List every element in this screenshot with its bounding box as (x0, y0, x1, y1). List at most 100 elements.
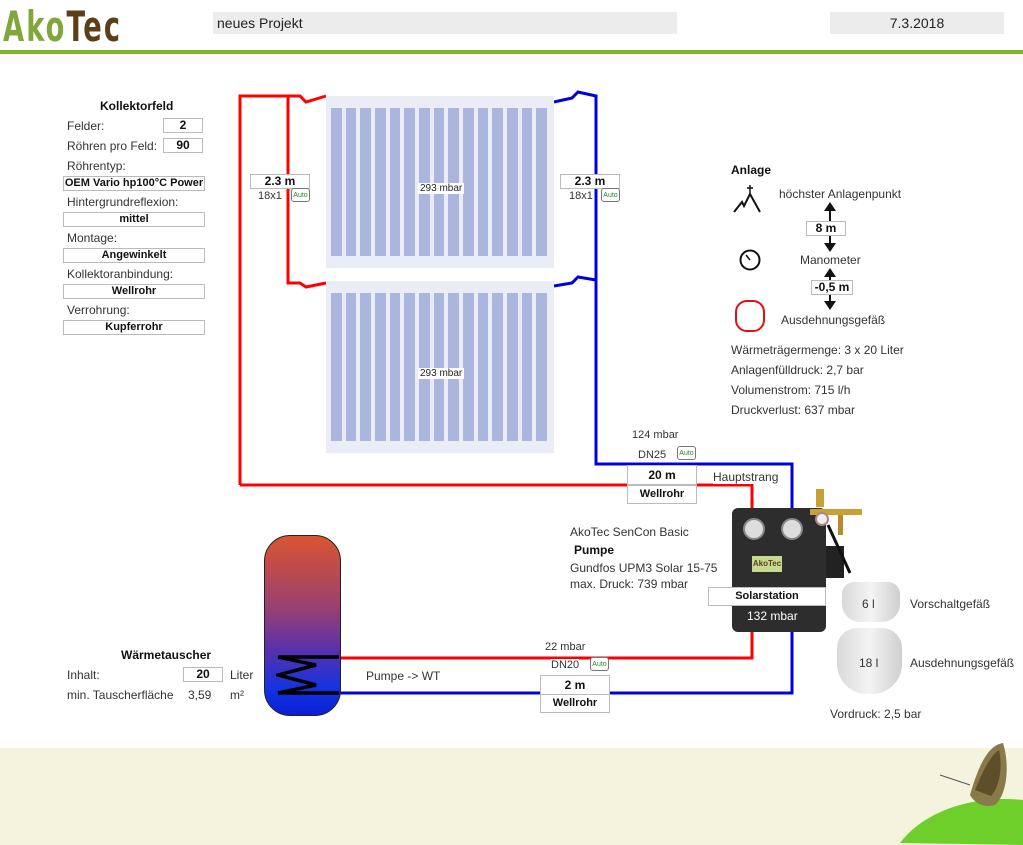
collector-tube (448, 293, 459, 441)
station-name: AkoTec SenCon Basic (570, 525, 689, 539)
collector-tube (536, 108, 547, 256)
collector-tube (492, 108, 503, 256)
vorschalt-label: Vorschaltgefäß (910, 597, 991, 611)
inhalt-input[interactable]: 20 (183, 667, 223, 682)
collector-tube (331, 293, 342, 441)
right-pipe-length-field[interactable]: 2.3 m (560, 174, 620, 189)
druckverlust-text: Druckverlust: 637 mbar (731, 403, 856, 417)
pump-model: Gundfos UPM3 Solar 15-75 (570, 561, 718, 575)
wt-pipe-type-select[interactable]: Wellrohr (540, 694, 610, 713)
pump-max-pressure: max. Druck: 739 mbar (570, 577, 689, 591)
ausdehnung-label: Ausdehnungsgefäß (910, 656, 1015, 670)
collector-tube (360, 293, 371, 441)
height-bottom-field[interactable]: -0,5 m (811, 280, 853, 295)
ausdehnungsgefaess-label: Ausdehnungsgefäß (781, 313, 886, 327)
anlage-title: Anlage (731, 163, 772, 177)
waermetauscher-title: Wärmetauscher (121, 648, 212, 662)
left-pipe-length-field[interactable]: 2.3 m (250, 174, 310, 189)
montage-select[interactable]: Angewinkelt (63, 248, 205, 263)
collector-1-pressure: 293 mbar (418, 183, 465, 194)
gauge-right-icon (781, 518, 803, 540)
felder-label: Felder: (67, 119, 105, 133)
collector-tube (433, 293, 445, 441)
anbindung-label: Kollektoranbindung: (67, 267, 174, 281)
main-pipe-length-field[interactable]: 20 m (627, 465, 697, 485)
height-top-field[interactable]: 8 m (806, 221, 846, 236)
pump-motor (826, 546, 844, 578)
flaeche-value: 3,59 (188, 688, 212, 702)
collector-tube (536, 293, 547, 441)
main-pipe-auto-button[interactable]: Auto (677, 446, 696, 460)
collector-tube (433, 108, 445, 256)
safety-group (810, 489, 862, 574)
collector-tube (404, 108, 415, 256)
collector-tube (521, 293, 533, 441)
left-pipe-auto-button[interactable]: Auto (291, 188, 310, 202)
vorschaltgefaess[interactable] (842, 582, 900, 622)
wt-pipe-dn: DN20 (551, 659, 580, 671)
collector-tube (507, 293, 518, 441)
flaeche-unit: m² (230, 688, 244, 702)
anbindung-select[interactable]: Wellrohr (63, 284, 205, 299)
roehren-input[interactable]: 90 (163, 138, 203, 153)
storage-tank[interactable] (264, 535, 341, 716)
hintergrund-select[interactable]: mittel (63, 212, 205, 227)
collector-tube (360, 108, 371, 256)
collector-2-pressure: 293 mbar (418, 368, 465, 379)
wt-pipe-length-field[interactable]: 2 m (540, 675, 610, 695)
collector-tube (448, 108, 459, 256)
butterfly-leaf-image (900, 743, 1023, 845)
roehrentyp-select[interactable]: OEM Vario hp100°C Power (63, 176, 205, 191)
flow-pipe-to-wt (339, 632, 754, 660)
heat-exchanger-coil-icon (276, 655, 339, 695)
collector-tube (477, 108, 489, 256)
roehren-label: Röhren pro Feld: (67, 139, 158, 153)
montage-label: Montage: (67, 231, 118, 245)
manometer-label: Manometer (800, 253, 861, 267)
kollektorfeld-title: Kollektorfeld (100, 99, 174, 113)
manometer-icon (739, 249, 761, 271)
collector-tube (477, 293, 489, 441)
date-field[interactable]: 7.3.2018 (830, 12, 1004, 34)
project-name-field[interactable]: neues Projekt (213, 12, 677, 34)
collector-tube (389, 293, 401, 441)
mountain-peak-icon (733, 185, 761, 213)
waermetraegermenge-text: Wärmeträgermenge: 3 x 20 Liter (731, 343, 904, 357)
collector-panel-2[interactable] (326, 281, 554, 453)
collector-tube (521, 108, 533, 256)
right-pipe-dimension: 18x1 (569, 190, 593, 202)
flaeche-label: min. Tauscherfläche (67, 688, 174, 702)
collector-tube (331, 108, 342, 256)
collector-tube (419, 108, 430, 256)
return-pipe-from-wt (339, 632, 794, 695)
footer (0, 748, 1023, 845)
wt-pipe-pressure: 22 mbar (545, 641, 586, 653)
collector-tube (345, 293, 357, 441)
expansion-vessel-icon (735, 300, 765, 332)
verrohrung-select[interactable]: Kupferrohr (63, 320, 205, 335)
return-pipe-top-connector (553, 90, 598, 280)
header-divider (0, 50, 1023, 54)
vordruck-text: Vordruck: 2,5 bar (830, 707, 922, 721)
wt-pipe-auto-button[interactable]: Auto (590, 657, 609, 671)
collector-tube (404, 293, 415, 441)
hoechster-punkt-label: höchster Anlagenpunkt (779, 187, 902, 201)
felder-input[interactable]: 2 (163, 118, 203, 133)
left-pipe-dimension: 18x1 (258, 190, 282, 202)
pumpe-label: Pumpe (574, 543, 615, 557)
main-pipe-pressure: 124 mbar (632, 429, 679, 441)
ausdehnung-volume: 18 l (859, 656, 879, 670)
inhalt-unit: Liter (230, 668, 254, 682)
vorschalt-volume: 6 l (862, 597, 875, 611)
hauptstrang-label: Hauptstrang (713, 470, 779, 484)
ausdehnungsgefaess-vessel[interactable] (837, 628, 902, 694)
flow-pipe-hauptstrang (240, 483, 754, 508)
return-pipe-collector2 (553, 275, 794, 508)
collector-panel-1[interactable] (326, 96, 554, 268)
right-pipe-auto-button[interactable]: Auto (601, 188, 620, 202)
volumenstrom-text: Volumenstrom: 715 l/h (731, 383, 851, 397)
roehrentyp-label: Röhrentyp: (67, 159, 126, 173)
collector-tube (389, 108, 401, 256)
main-pipe-type-select[interactable]: Wellrohr (627, 485, 697, 504)
